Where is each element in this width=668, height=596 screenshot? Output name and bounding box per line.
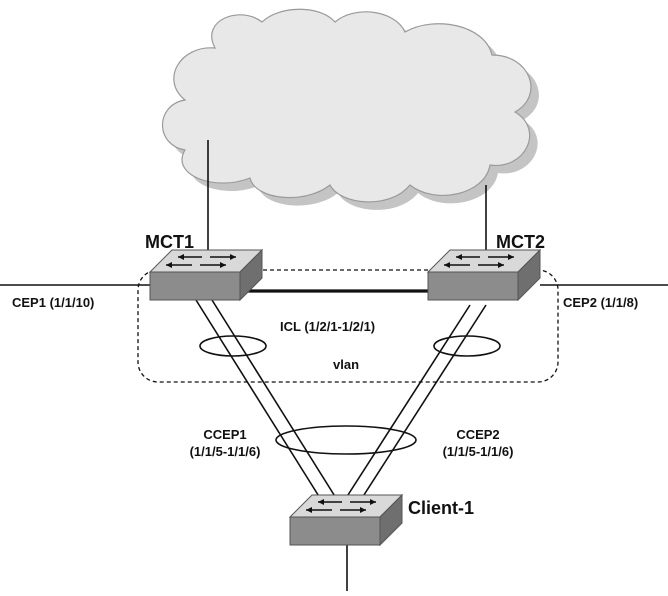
- switch-arrow-head: [220, 262, 226, 268]
- cloud-icon: [162, 8, 539, 210]
- client-lag-ellipse: [275, 425, 417, 455]
- client1-label: Client-1: [408, 498, 475, 518]
- switch-arrow-head: [456, 254, 462, 260]
- ccep1-link-a: [195, 299, 321, 499]
- switch-front-face: [427, 271, 519, 301]
- switch-arrow-head: [178, 254, 184, 260]
- switch-side-face: [239, 248, 263, 302]
- mct2-label: MCT2: [496, 232, 545, 252]
- ccep1-label-line2: (1/1/5-1/1/6): [189, 444, 261, 459]
- ccep2-link-b: [361, 304, 487, 499]
- switch-side-face: [379, 493, 403, 547]
- switch-arrow-head: [444, 262, 450, 268]
- mct1-label: MCT1: [145, 232, 194, 252]
- cep2-label: CEP2 (1/1/8): [563, 295, 639, 310]
- mct2-switch-icon: [426, 248, 542, 302]
- mct1-lag-ellipse: [199, 335, 267, 357]
- ccep2-label: CCEP2 (1/1/5-1/1/6): [413, 428, 543, 458]
- switch-arrow-head: [306, 507, 312, 513]
- ccep2-label-line1: CCEP2: [456, 427, 500, 442]
- switch-side-face: [517, 248, 541, 302]
- ccep1-label-line1: CCEP1: [203, 427, 247, 442]
- mct2-lag-ellipse: [433, 335, 501, 357]
- icl-label: ICL (1/2/1-1/2/1): [280, 319, 376, 334]
- switch-arrow-head: [318, 499, 324, 505]
- switch-arrow-head: [166, 262, 172, 268]
- switch-front-face: [149, 271, 241, 301]
- mct1-switch-icon: [148, 248, 264, 302]
- switch-arrow-head: [508, 254, 514, 260]
- vlan-label: vlan: [333, 357, 360, 372]
- switch-arrow-head: [230, 254, 236, 260]
- switch-front-face: [289, 516, 381, 546]
- switch-arrow-head: [370, 499, 376, 505]
- vlan-region: [137, 269, 559, 383]
- client1-switch-icon: [288, 493, 404, 547]
- cloud-body: [162, 8, 532, 203]
- ccep2-label-line2: (1/1/5-1/1/6): [442, 444, 514, 459]
- switch-arrow-head: [498, 262, 504, 268]
- ccep1-link-b: [211, 299, 337, 499]
- cep1-label: CEP1 (1/1/10): [12, 295, 95, 310]
- ccep1-label: CCEP1 (1/1/5-1/1/6): [160, 428, 290, 458]
- switch-arrow-head: [360, 507, 366, 513]
